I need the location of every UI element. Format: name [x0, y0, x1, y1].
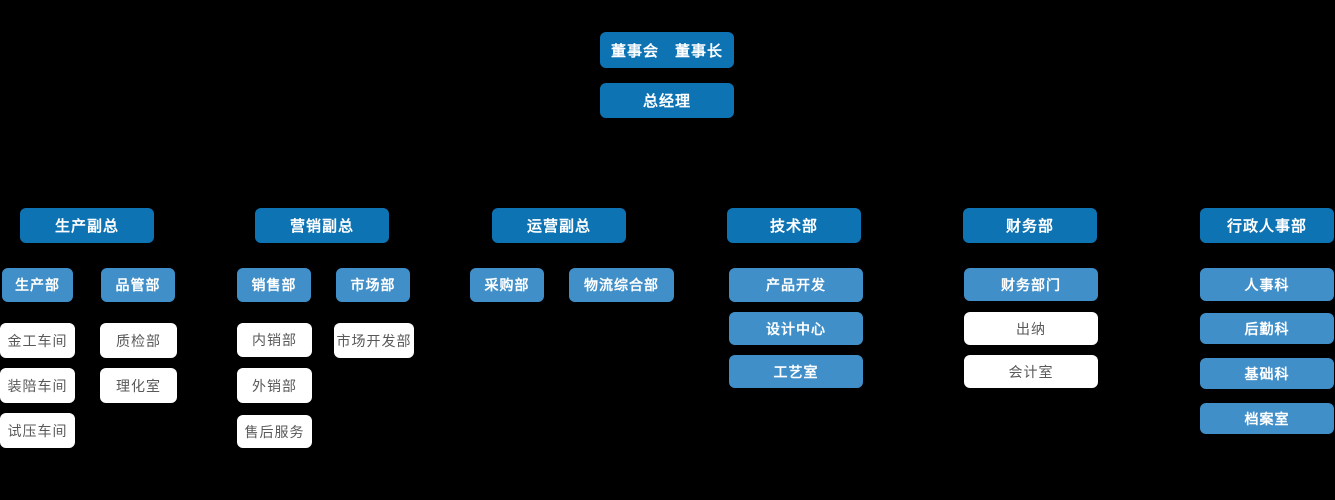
node-board-chairman[interactable]: 董事会 董事长 [600, 32, 734, 68]
node-admin-hr-dept[interactable]: 行政人事部 [1200, 208, 1334, 243]
node-physchem-lab[interactable]: 理化室 [100, 368, 177, 403]
node-domestic-sales-dept[interactable]: 内销部 [237, 323, 312, 357]
node-production-sub-dept[interactable]: 生产部 [2, 268, 73, 302]
node-finance-division[interactable]: 财务部门 [964, 268, 1098, 301]
node-market-development-dept[interactable]: 市场开发部 [334, 323, 414, 358]
node-logistics-general-dept[interactable]: 物流综合部 [569, 268, 674, 302]
node-after-sales-service[interactable]: 售后服务 [237, 415, 312, 448]
node-purchasing-dept[interactable]: 采购部 [470, 268, 544, 302]
node-pressure-test-shop[interactable]: 试压车间 [0, 413, 75, 448]
node-foundation-section[interactable]: 基础科 [1200, 358, 1334, 389]
node-cashier[interactable]: 出纳 [964, 312, 1098, 345]
node-technology-dept[interactable]: 技术部 [727, 208, 861, 243]
node-design-center[interactable]: 设计中心 [729, 312, 863, 345]
node-sales-dept[interactable]: 销售部 [237, 268, 311, 302]
node-production-vp[interactable]: 生产副总 [20, 208, 154, 243]
node-quality-inspection-dept[interactable]: 质检部 [100, 323, 177, 358]
node-accounting-room[interactable]: 会计室 [964, 355, 1098, 388]
node-market-dept[interactable]: 市场部 [336, 268, 410, 302]
node-general-manager[interactable]: 总经理 [600, 83, 734, 118]
node-marketing-vp[interactable]: 营销副总 [255, 208, 389, 243]
node-personnel-section[interactable]: 人事科 [1200, 268, 1334, 301]
node-operations-vp[interactable]: 运营副总 [492, 208, 626, 243]
node-assembly-shop[interactable]: 装陪车间 [0, 368, 75, 403]
node-quality-control-dept[interactable]: 品管部 [101, 268, 175, 302]
node-product-development[interactable]: 产品开发 [729, 268, 863, 302]
node-metalwork-shop[interactable]: 金工车间 [0, 323, 75, 358]
node-archives-room[interactable]: 档案室 [1200, 403, 1334, 434]
node-finance-dept[interactable]: 财务部 [963, 208, 1097, 243]
node-process-room[interactable]: 工艺室 [729, 355, 863, 388]
node-logistics-section[interactable]: 后勤科 [1200, 313, 1334, 344]
node-export-sales-dept[interactable]: 外销部 [237, 368, 312, 403]
